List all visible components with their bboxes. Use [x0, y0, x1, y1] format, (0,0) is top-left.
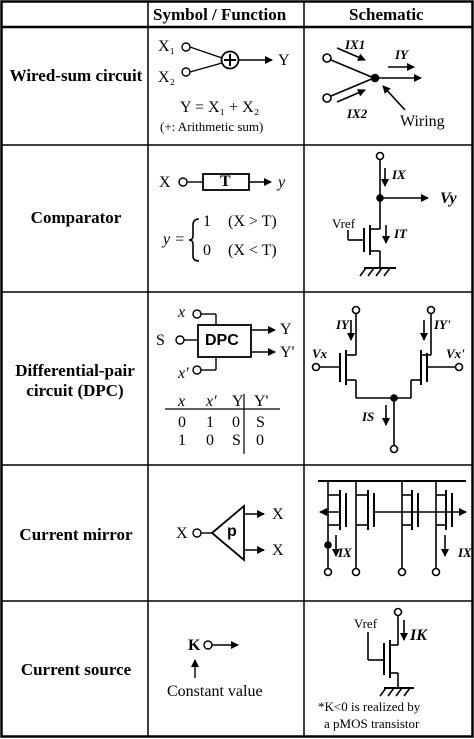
dpc-table-header: x' [206, 393, 217, 410]
dpc-table-cell: 0 [206, 432, 214, 449]
wired-sum-in2: X₂ [158, 69, 176, 86]
dpc-table-header: Y [232, 393, 244, 410]
wired-sum-schematic [322, 47, 422, 111]
source-k: K [188, 637, 201, 654]
comparator-case0-val: 0 [203, 242, 211, 259]
row-name-dpc: Differential-pair circuit (DPC) [15, 361, 135, 400]
schem-label-vx: Vx [312, 346, 328, 361]
dpc-table-cell: S [256, 414, 265, 431]
comparator-case1-val: 1 [203, 213, 211, 230]
mirror-block: p [227, 523, 237, 540]
comparator-schematic [347, 151, 429, 277]
schem-label-is: IS [362, 409, 375, 424]
header-schematic: Schematic [349, 5, 424, 24]
mirror-out1: X [272, 506, 284, 523]
schem-note-line2: a pMOS transistor [324, 716, 420, 731]
dpc-table-cell: 0 [232, 414, 240, 431]
wired-sum-in1: X₁ [158, 38, 176, 55]
wired-sum-note: (+: Arithmetic sum) [160, 119, 264, 134]
dpc-table-cell: 0 [178, 414, 186, 431]
schem-label-ix-mirror: IX [338, 545, 352, 560]
dpc-out2: Y' [280, 344, 295, 361]
dpc-table-header: Y' [254, 393, 269, 410]
schem-label-vxp: Vx' [446, 346, 465, 361]
schem-label-vy: Vy [440, 190, 457, 207]
schem-note-line1: *K<0 is realized by [318, 699, 421, 714]
dpc-symbol [165, 309, 280, 454]
schem-label-it: IT [394, 226, 407, 241]
wired-sum-out: Y [278, 52, 290, 69]
dpc-out1: Y [280, 321, 292, 338]
dpc-block: DPC [205, 332, 239, 349]
schem-label-ix: IX [392, 167, 406, 182]
wired-sum-equation: Y = X₁ + X₂ [180, 99, 260, 116]
dpc-table-cell: S [232, 432, 241, 449]
comparator-out: y [278, 174, 286, 191]
dpc-table-cell: 1 [206, 414, 214, 431]
dpc-xp: x' [178, 365, 189, 382]
schem-label-vref: Vref [332, 216, 356, 231]
dpc-table-cell: 1 [178, 432, 186, 449]
comparator-in: X [159, 174, 171, 191]
schem-label-vref-source: Vref [354, 616, 378, 631]
dpc-x: x [178, 304, 186, 321]
source-note: Constant value [167, 683, 263, 700]
current-mirror-schematic [318, 480, 467, 577]
comparator-case1-cond: (X > T) [228, 213, 277, 230]
comparator-block: T [220, 173, 231, 190]
schem-label-wiring: Wiring [400, 113, 445, 130]
row-name-wired-sum: Wired-sum circuit [9, 66, 143, 85]
row-name-current-source: Current source [20, 660, 132, 679]
schem-label-iy-dpc: IY [336, 317, 349, 332]
mirror-in: X [176, 525, 188, 542]
header-symbol-function: Symbol / Function [153, 5, 287, 24]
schem-label-ix2: IX2 [347, 106, 368, 121]
schem-label-ix1: IX1 [345, 37, 366, 52]
dpc-table-cell: 0 [256, 432, 264, 449]
dpc-table-header: x [178, 393, 186, 410]
wired-sum-symbol [181, 42, 273, 77]
schem-label-iyp: IY' [434, 317, 451, 332]
comparator-lhs: y = [163, 231, 185, 248]
current-source-symbol [191, 640, 239, 678]
dpc-s: S [156, 332, 165, 349]
comparator-case0-cond: (X < T) [228, 242, 277, 259]
row-name-current-mirror: Current mirror [19, 525, 133, 544]
dpc-schematic [311, 305, 464, 454]
schem-label-iy: IY [395, 47, 408, 62]
mirror-out2: X [272, 542, 284, 559]
current-source-schematic [367, 607, 414, 697]
current-mirror-symbol [192, 504, 265, 562]
comparator-symbol [178, 173, 272, 262]
row-name-comparator: Comparator [30, 208, 122, 227]
schem-label-ik: IK [410, 627, 427, 644]
schem-label-ix2-mirror: IX [458, 545, 472, 560]
